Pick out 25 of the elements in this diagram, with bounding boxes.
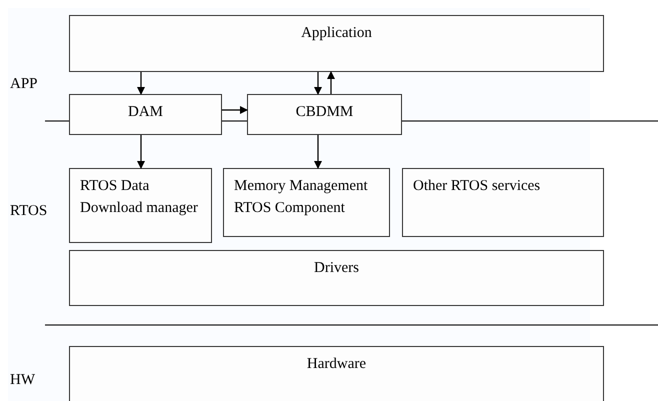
layer-box: [69, 250, 604, 306]
box-label: Memory Management RTOS Component: [234, 177, 369, 218]
arrow: [327, 71, 335, 94]
arrow: [137, 72, 145, 95]
layer-label: RTOS: [10, 202, 48, 221]
layer-label: APP: [10, 75, 38, 94]
box-label: DAM: [126, 103, 164, 122]
layer-box: [402, 168, 604, 237]
arrow: [222, 106, 248, 114]
layer-label: HW: [10, 371, 35, 390]
layer-box: [69, 346, 604, 401]
box-label: Hardware: [306, 355, 368, 374]
box-label: CBDMM: [294, 103, 354, 122]
layer-box: [69, 15, 604, 72]
box-label: Drivers: [313, 259, 360, 278]
layer-box: [69, 94, 222, 135]
arrow: [137, 135, 145, 169]
box-label: Other RTOS services: [413, 177, 542, 196]
layer-box: [69, 168, 212, 243]
box-label: Application: [300, 24, 373, 43]
arrow: [314, 72, 322, 95]
arrow: [314, 135, 322, 169]
layer-box: [247, 94, 402, 135]
layer-box: [223, 168, 390, 237]
box-label: RTOS Data Download manager: [80, 177, 199, 218]
